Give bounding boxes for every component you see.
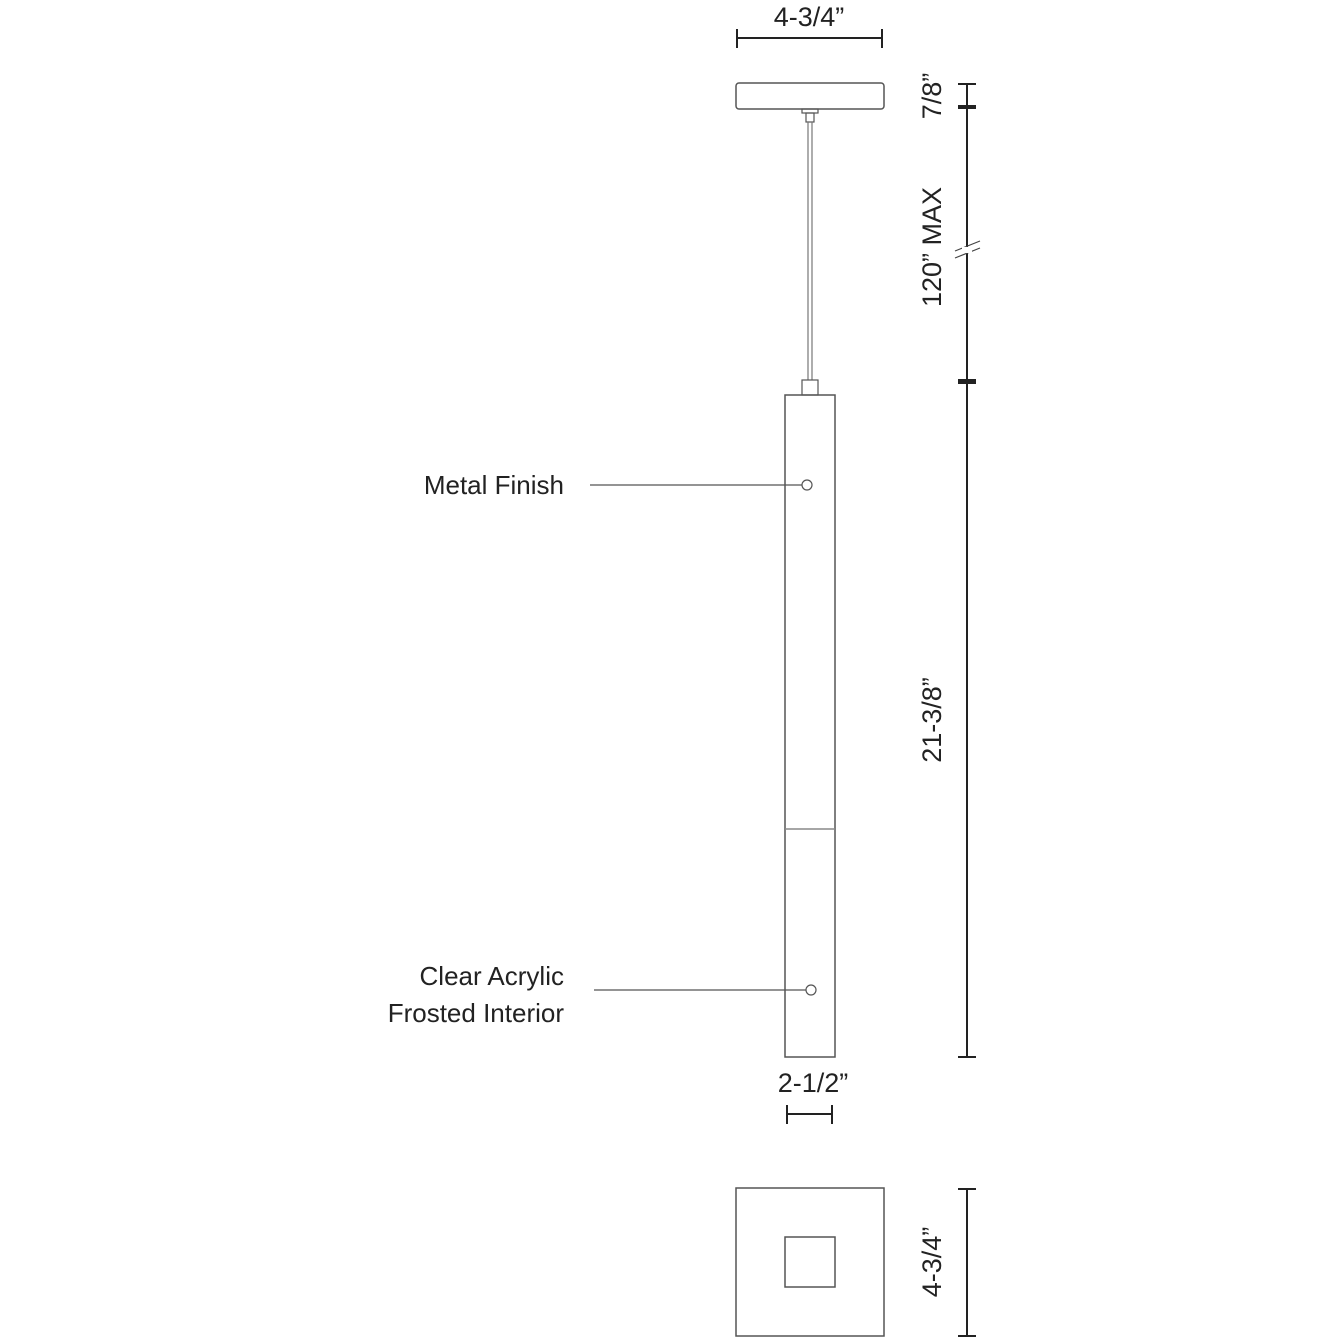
metal-finish-label: Metal Finish	[424, 470, 564, 500]
body-top-view	[784, 1236, 836, 1288]
pendant-body	[784, 394, 836, 1058]
canopy	[735, 82, 885, 110]
canopy-width-dimension	[736, 29, 883, 48]
acrylic-label-line1: Clear Acrylic	[420, 961, 564, 991]
cord-length-label: 120” MAX	[917, 187, 947, 307]
canopy-height-label: 7/8”	[917, 73, 947, 120]
canopy-width-label: 4-3/4”	[774, 2, 845, 32]
metal-callout-dot	[801, 479, 813, 491]
body-width-label: 2-1/2”	[778, 1068, 849, 1098]
top-view-width-label: 4-3/4”	[917, 1227, 947, 1298]
body-width-dimension	[786, 1105, 833, 1124]
acrylic-callout-dot	[805, 984, 817, 996]
cord-grip	[805, 112, 815, 123]
acrylic-label-line2: Frosted Interior	[388, 998, 565, 1028]
cord	[807, 122, 813, 380]
vertical-dimension-chain	[958, 83, 976, 1058]
top-view-dimension	[958, 1188, 976, 1337]
break-gap	[962, 247, 972, 253]
body-length-label: 21-3/8”	[917, 677, 947, 763]
canopy-top-view	[735, 1187, 885, 1337]
body-fitting	[801, 379, 819, 396]
